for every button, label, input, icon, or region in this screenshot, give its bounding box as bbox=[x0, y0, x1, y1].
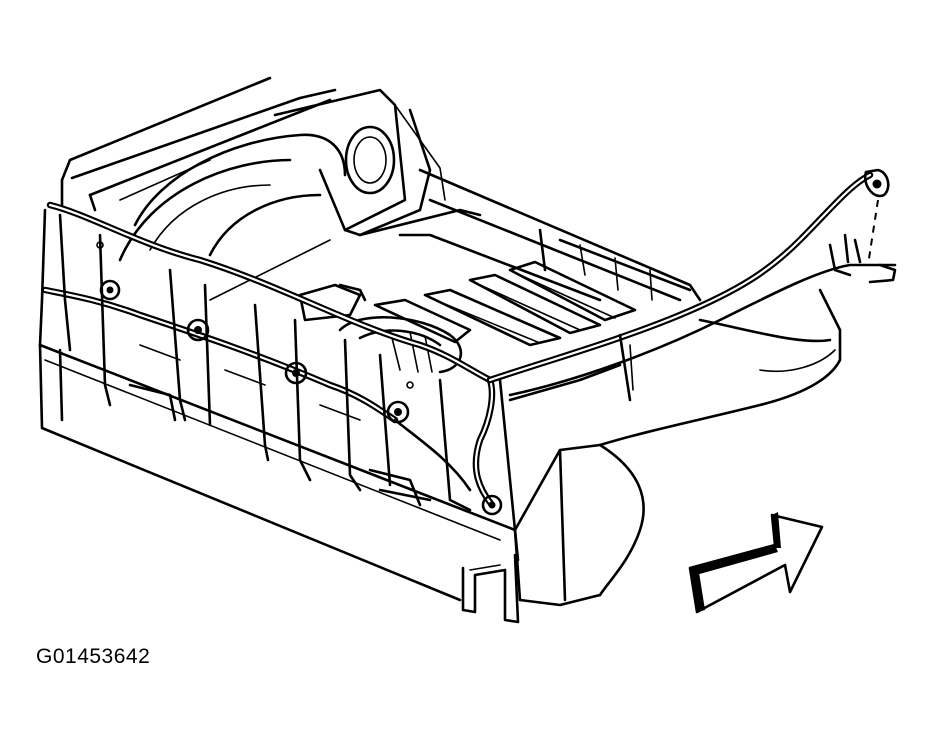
wheel-housing-left bbox=[118, 133, 347, 262]
wiring-harness-lower bbox=[41, 286, 472, 492]
floor-pan bbox=[209, 168, 702, 302]
lower-bracket bbox=[461, 553, 520, 624]
harness-clip bbox=[386, 400, 410, 424]
front-wall bbox=[60, 76, 337, 212]
harness-clip bbox=[481, 494, 503, 516]
inner-side-panels bbox=[38, 208, 472, 512]
harness-clip bbox=[99, 279, 121, 301]
rear-tail-panel bbox=[273, 88, 446, 237]
figure-id-label: G01453642 bbox=[36, 645, 151, 668]
wiring-harness-main bbox=[46, 201, 496, 509]
right-quarter-panel bbox=[498, 288, 842, 607]
forward-arrow-icon bbox=[688, 512, 824, 614]
rear-bumper-panel bbox=[38, 343, 520, 602]
wiring-harness-right-rail bbox=[486, 171, 897, 397]
tail-connector bbox=[828, 233, 862, 277]
harness-clip bbox=[186, 318, 210, 342]
alignment-dashed-line bbox=[867, 199, 879, 266]
floor-ribs bbox=[373, 260, 637, 347]
harness-clip bbox=[863, 168, 890, 198]
